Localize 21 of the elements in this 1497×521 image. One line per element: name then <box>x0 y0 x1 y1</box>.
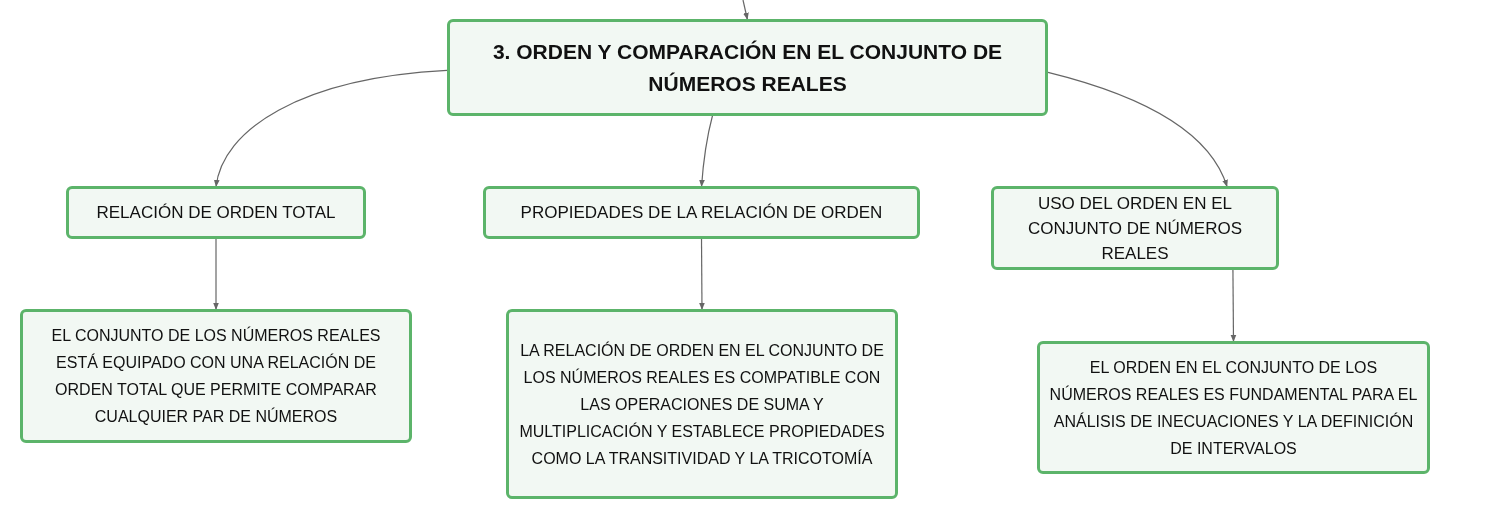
topic-text: LA RELACIÓN DE ORDEN EN EL CONJUNTO DE LOS NÚMEROS REALES ES COMPATIBLE CON LAS OPERACIONES DE SUMA Y MULTIPLICACIÓN Y ESTABLECE PROPIEDADES COMO LA TRANSITIVIDAD Y LA TRICOTOMÍA <box>518 340 886 469</box>
topic-box <box>447 19 1048 116</box>
topic-text: EL CONJUNTO DE LOS NÚMEROS REALES ESTÁ EQUIPADO CON UNA RELACIÓN DE ORDEN TOTAL QUE PERMITE COMPARAR CUALQUIER PAR DE NÚMEROS <box>50 325 382 427</box>
topic-box <box>991 186 1279 270</box>
topic-box <box>1037 341 1430 474</box>
arrow <box>1047 71 1228 188</box>
arrow <box>742 0 749 21</box>
arrow <box>213 237 219 311</box>
topic-text: EL ORDEN EN EL CONJUNTO DE LOS NÚMEROS REALES ES FUNDAMENTAL PARA EL ANÁLISIS DE INECUACIONES Y LA DEFINICIÓN DE INTERVALOS <box>1048 357 1419 459</box>
topic-box <box>66 186 366 239</box>
topic-text: RELACIÓN DE ORDEN TOTAL <box>96 202 336 224</box>
topic-text: 3. ORDEN Y COMPARACIÓN EN EL CONJUNTO DE NÚMEROS REALES <box>491 38 1004 97</box>
topic-box <box>483 186 920 239</box>
arrow <box>214 69 448 188</box>
topic-box <box>506 309 898 499</box>
arrow <box>1230 268 1237 343</box>
arrow <box>699 237 705 311</box>
arrow <box>699 114 714 188</box>
topic-text: USO DEL ORDEN EN EL CONJUNTO DE NÚMEROS REALES <box>1026 192 1244 265</box>
topic-text: PROPIEDADES DE LA RELACIÓN DE ORDEN <box>520 202 883 224</box>
topic-box <box>20 309 412 443</box>
